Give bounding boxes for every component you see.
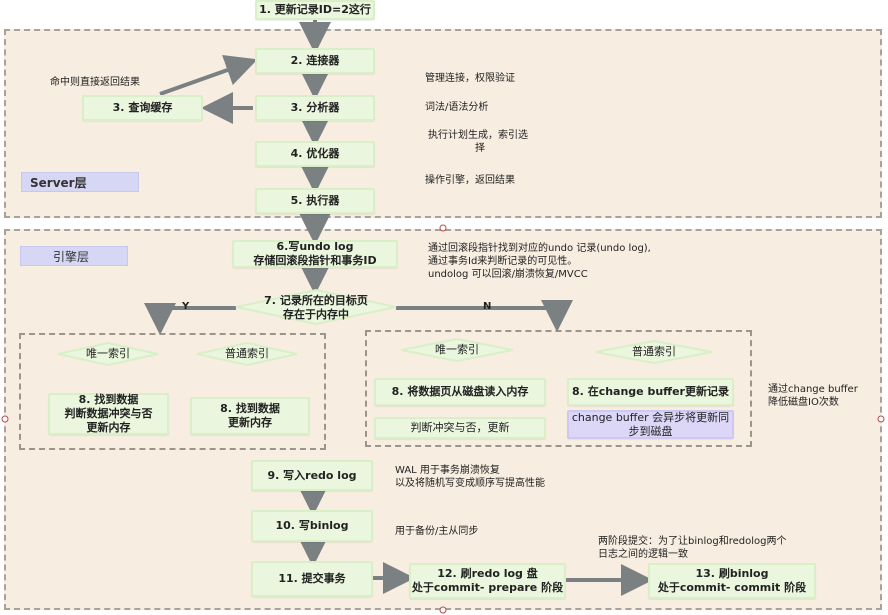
y-update-line1: 8. 找到数据 xyxy=(220,402,280,415)
flush-binlog-box: 13. 刷binlog 处于commit- commit 阶段 xyxy=(648,563,816,599)
server-layer-region xyxy=(4,29,882,218)
change-buffer-note: 通过change buffer 降低磁盘IO次数 xyxy=(768,383,858,409)
connector-dot xyxy=(877,415,885,423)
change-buffer-note-line2: 降低磁盘IO次数 xyxy=(768,397,839,408)
wal-note: WAL 用于事务崩溃恢复 以及将随机写变成顺序写提高性能 xyxy=(395,464,545,490)
two-phase-commit-note: 两阶段提交：为了让binlog和redolog两个 日志之间的逻辑一致 xyxy=(598,535,786,561)
two-phase-line2: 日志之间的逻辑一致 xyxy=(598,549,688,560)
n-conflict-label: 判断冲突与否，更新 xyxy=(410,421,510,434)
connector-label: 2. 连接器 xyxy=(290,54,340,67)
y-find-line2: 判断数据冲突与否 xyxy=(64,407,153,420)
binlog-box: 10. 写binlog xyxy=(251,510,373,542)
executor-box: 5. 执行器 xyxy=(255,188,375,214)
arrow-n-branch xyxy=(396,300,573,332)
n-async-sync-box: change buffer 会异步将更新同 步到磁盘 xyxy=(567,410,734,439)
undo-log-line1: 6.写undo log xyxy=(276,240,354,253)
y-normal-label: 普通索引 xyxy=(197,347,297,361)
undo-note-line3: undolog 可以回滚/崩溃恢复/MVCC xyxy=(428,269,588,280)
n-unique-diamond xyxy=(400,337,514,363)
y-find-update-box: 8. 找到数据 更新内存 xyxy=(190,397,310,435)
two-phase-line1: 两阶段提交：为了让binlog和redolog两个 xyxy=(598,536,787,547)
optimizer-label: 4. 优化器 xyxy=(290,147,340,160)
wal-note-line1: WAL 用于事务崩溃恢复 xyxy=(395,465,500,476)
y-unique-label: 唯一索引 xyxy=(58,347,158,361)
step-1-box: 1. 更新记录ID=2这行 xyxy=(255,0,375,20)
undo-note-line2: 通过事务Id来判断记录的可见性。 xyxy=(428,256,578,267)
arrow-cache-connector xyxy=(159,54,258,96)
n-async-line1: change buffer 会异步将更新同 xyxy=(571,410,730,424)
analyzer-note: 词法/语法分析 xyxy=(425,102,489,113)
cache-hit-note: 命中则直接返回结果 xyxy=(50,77,140,88)
n-change-buffer-box: 8. 在change buffer更新记录 xyxy=(567,378,734,406)
connector-dot xyxy=(439,224,447,232)
n-unique-text: 唯一索引 xyxy=(435,343,479,356)
engine-layer-tag: 引擎层 xyxy=(20,246,128,266)
commit-box: 11. 提交事务 xyxy=(251,561,373,597)
decision-line1: 7. 记录所在的目标页 xyxy=(264,294,368,307)
n-read-disk-label: 8. 将数据页从磁盘读入内存 xyxy=(391,385,529,398)
connector-dot xyxy=(1,415,9,423)
undo-note: 通过回滚段指针找到对应的undo 记录(undo log), 通过事务Id来判断… xyxy=(428,242,651,281)
analyzer-label: 3. 分析器 xyxy=(290,101,340,114)
optimizer-box: 4. 优化器 xyxy=(255,141,375,167)
n-change-buffer-label: 8. 在change buffer更新记录 xyxy=(572,385,729,398)
executor-note: 操作引擎，返回结果 xyxy=(425,175,515,186)
decision-line2: 存在于内存中 xyxy=(283,308,349,321)
redo-log-box: 9. 写入redo log xyxy=(251,460,373,491)
flush-binlog-line2: 处于commit- commit 阶段 xyxy=(657,581,807,594)
binlog-note: 用于备份/主从同步 xyxy=(395,526,479,537)
server-layer-tag: Server层 xyxy=(21,172,139,192)
undo-log-line2: 存储回滚段指针和事务ID xyxy=(253,254,377,267)
optimizer-note-line1: 执行计划生成，索引选 xyxy=(428,130,528,141)
step-1-label: 1. 更新记录ID=2这行 xyxy=(259,3,371,16)
branch-n-label: N xyxy=(483,301,492,312)
connector-box: 2. 连接器 xyxy=(255,48,375,74)
query-cache-box: 3. 查询缓存 xyxy=(82,95,203,121)
y-find-line3: 更新内存 xyxy=(86,421,131,434)
commit-label: 11. 提交事务 xyxy=(278,572,346,585)
flush-redo-line1: 12. 刷redo log 盘 xyxy=(437,567,538,580)
y-unique-text: 唯一索引 xyxy=(86,347,130,360)
n-unique-label: 唯一索引 xyxy=(401,343,513,357)
y-normal-diamond xyxy=(196,341,298,367)
server-layer-label: Server层 xyxy=(30,175,87,190)
undo-note-line1: 通过回滚段指针找到对应的undo 记录(undo log), xyxy=(428,243,651,254)
y-unique-diamond xyxy=(57,341,159,367)
arrow-y-branch xyxy=(144,303,236,335)
y-find-conflict-box: 8. 找到数据 判断数据冲突与否 更新内存 xyxy=(48,393,169,435)
connector-note: 管理连接，权限验证 xyxy=(425,73,515,84)
optimizer-note-line2: 择 xyxy=(475,143,485,154)
n-read-disk-box: 8. 将数据页从磁盘读入内存 xyxy=(374,378,546,406)
branch-y-label: Y xyxy=(182,301,190,312)
y-normal-text: 普通索引 xyxy=(225,347,269,360)
y-update-line2: 更新内存 xyxy=(228,416,272,429)
decision-diamond-label: 7. 记录所在的目标页 存在于内存中 xyxy=(250,294,382,322)
n-async-line2: 步到磁盘 xyxy=(628,424,673,438)
engine-layer-label: 引擎层 xyxy=(53,249,90,264)
query-cache-label: 3. 查询缓存 xyxy=(112,101,173,114)
flush-redo-box: 12. 刷redo log 盘 处于commit- prepare 阶段 xyxy=(409,563,566,599)
wal-note-line2: 以及将随机写变成顺序写提高性能 xyxy=(395,478,545,489)
change-buffer-note-line1: 通过change buffer xyxy=(768,384,858,395)
optimizer-note: 执行计划生成，索引选 择 xyxy=(428,129,568,155)
n-normal-label: 普通索引 xyxy=(596,345,712,359)
n-normal-diamond xyxy=(595,339,713,365)
n-normal-text: 普通索引 xyxy=(632,345,676,358)
redo-log-label: 9. 写入redo log xyxy=(267,468,357,482)
binlog-label: 10. 写binlog xyxy=(275,519,349,532)
n-conflict-box: 判断冲突与否，更新 xyxy=(374,417,546,439)
executor-label: 5. 执行器 xyxy=(290,194,340,207)
undo-log-box: 6.写undo log 存储回滚段指针和事务ID xyxy=(232,240,398,268)
connector-dot xyxy=(439,606,447,614)
flush-redo-line2: 处于commit- prepare 阶段 xyxy=(411,581,564,594)
analyzer-box: 3. 分析器 xyxy=(255,95,375,121)
y-find-line1: 8. 找到数据 xyxy=(78,393,139,406)
decision-diamond-shape xyxy=(235,288,397,326)
flush-binlog-line1: 13. 刷binlog xyxy=(695,567,769,580)
